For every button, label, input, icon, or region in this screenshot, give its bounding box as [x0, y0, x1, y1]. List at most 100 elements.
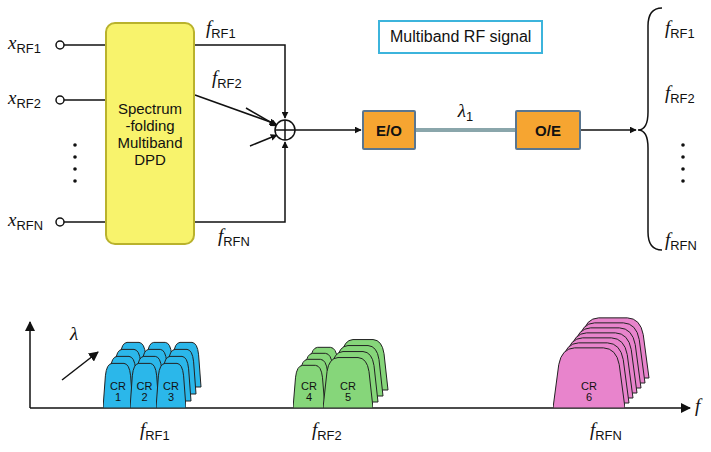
- drawing-part: [29, 322, 31, 408]
- drawing-part: [73, 143, 77, 147]
- text-part: f: [140, 419, 145, 440]
- text-part: x: [8, 209, 16, 230]
- node-text: CR 2: [132, 381, 156, 404]
- drawing-part: [56, 41, 64, 49]
- drawing-part: [195, 142, 285, 222]
- text-part: RF1: [16, 41, 40, 56]
- drawing-part: [681, 143, 685, 147]
- signal-label: λ: [70, 324, 78, 345]
- text-part: RFN: [670, 238, 697, 253]
- node-text: CR 6: [577, 381, 601, 404]
- channel-spectrum: CR 2: [130, 362, 159, 408]
- signal-label: fRF1: [140, 420, 170, 443]
- text-part: f: [665, 17, 670, 38]
- drawing-part: [64, 44, 105, 46]
- drawing-part: [73, 155, 77, 159]
- signal-label: f: [695, 396, 700, 417]
- text-part: RFN: [16, 218, 43, 233]
- text-part: f: [218, 225, 223, 246]
- node-text: Multiband RF signal: [390, 28, 531, 46]
- channel-spectrum: CR 1: [103, 362, 133, 408]
- optical-fiber-link: [416, 128, 515, 132]
- signal-label: xRF2: [8, 88, 41, 111]
- eo-converter: E/O: [362, 110, 416, 150]
- signal-label: fRFN: [218, 226, 250, 249]
- signal-label: fRF2: [212, 68, 242, 91]
- signal-caption-box: Multiband RF signal: [378, 20, 543, 54]
- drawing-part: [284, 120, 286, 140]
- text-part: RFN: [595, 428, 622, 443]
- signal-label: fRFN: [590, 420, 622, 443]
- node-text: Spectrum -folding Multiband DPD: [117, 100, 183, 168]
- node-text: E/O: [376, 122, 402, 139]
- signal-label: fRF1: [206, 18, 236, 41]
- text-part: f: [312, 419, 317, 440]
- signal-label: fRF1: [665, 18, 695, 41]
- channel-spectrum: CR 6: [553, 346, 625, 408]
- node-text: CR 5: [336, 381, 360, 404]
- text-part: f: [590, 419, 595, 440]
- text-part: RF1: [211, 26, 235, 41]
- text-part: RF2: [317, 428, 341, 443]
- channel-spectrum: CR 3: [156, 362, 186, 408]
- signal-label: fRF2: [312, 420, 342, 443]
- input-wires: [56, 41, 105, 226]
- node-text: CR 3: [159, 381, 183, 404]
- spectrum-axes: [30, 322, 690, 408]
- dpd-block: Spectrum -folding Multiband DPD: [105, 22, 195, 245]
- drawing-part: [195, 95, 276, 124]
- text-part: f: [695, 395, 700, 416]
- spectrum-outline: [156, 363, 186, 408]
- wavelength-label: λ1: [456, 101, 475, 124]
- drawing-part: [681, 155, 685, 159]
- drawing-part: [73, 167, 77, 171]
- drawing-part: [73, 179, 77, 183]
- text-part: f: [665, 82, 670, 103]
- channel-spectrum: CR 5: [323, 356, 373, 408]
- drawing-part: [56, 96, 64, 104]
- drawing-part: [681, 167, 685, 171]
- oe-output-arrow: [581, 129, 636, 131]
- text-part: RFN: [223, 234, 250, 249]
- drawing-part: [246, 108, 277, 126]
- drawing-part: [64, 99, 105, 101]
- drawing-part: [64, 221, 105, 223]
- spectrum-outline: [293, 365, 325, 408]
- drawing-part: [275, 120, 295, 140]
- spectrum-outline: [553, 348, 625, 408]
- drawing-part: [56, 218, 64, 226]
- channel-spectrum: CR 4: [293, 364, 325, 408]
- drawing-part: [195, 45, 285, 118]
- signal-label: xRF1: [8, 33, 41, 56]
- spectrum-outline: [103, 363, 133, 408]
- text-part: λ: [458, 100, 466, 121]
- text-part: f: [665, 229, 670, 250]
- text-part: f: [212, 67, 217, 88]
- node-text: CR 1: [106, 381, 130, 404]
- text-part: RF2: [670, 91, 694, 106]
- output-brace: [638, 8, 662, 250]
- oe-converter: O/E: [515, 110, 581, 150]
- dpd-output-wires: [195, 45, 285, 222]
- signal-label: xRFN: [8, 210, 43, 233]
- signal-label: fRF2: [665, 83, 695, 106]
- text-part: RF1: [670, 26, 694, 41]
- drawing-part: [681, 179, 685, 183]
- spectrum-outline: [323, 358, 373, 408]
- spectrum-outline: [130, 363, 159, 408]
- sum-to-eo-arrow: [295, 129, 361, 131]
- text-part: RF2: [16, 96, 40, 111]
- summing-junction: [275, 120, 295, 140]
- signal-label: fRFN: [665, 230, 697, 253]
- node-text: O/E: [535, 122, 561, 139]
- text-part: x: [8, 32, 16, 53]
- text-part: 1: [466, 109, 473, 124]
- drawing-part: [62, 352, 98, 380]
- node-text: CR 4: [297, 381, 321, 404]
- text-part: λ: [70, 323, 78, 344]
- text-part: RF2: [217, 76, 241, 91]
- drawing-part: [250, 135, 277, 146]
- text-part: x: [8, 87, 16, 108]
- text-part: f: [206, 17, 211, 38]
